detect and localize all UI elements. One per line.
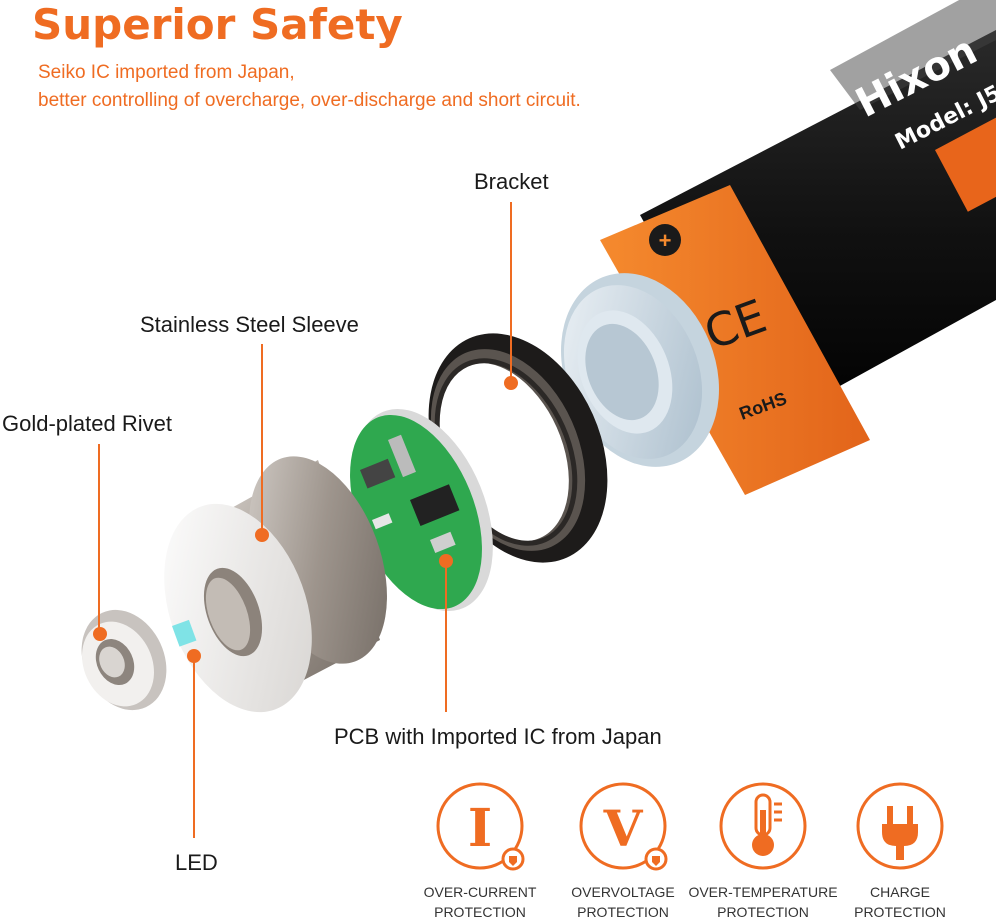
over-current-icon: I [436,782,525,871]
plug-icon [856,782,944,870]
battery-plus: + [659,228,672,253]
led-chip [171,619,197,647]
bracket-leader-dot [504,376,518,390]
subtitle-line-2: better controlling of overcharge, over-d… [38,90,581,111]
steel-sleeve [164,456,387,713]
over-current-caption-line1: OVER-CURRENT [423,884,537,900]
battery-body: Hixon Model: J5 + CE RoHS [600,0,996,495]
svg-text:I: I [468,798,492,859]
callout-leaders [93,202,518,838]
overvoltage-caption-line2: PROTECTION [577,904,669,920]
pcb-label: PCB with Imported IC from Japan [334,724,662,749]
sleeve-label: Stainless Steel Sleeve [140,312,359,337]
charge-caption-line2: PROTECTION [854,904,946,920]
overvoltage-caption-line1: OVERVOLTAGE [571,884,675,900]
over-temperature-caption: OVER-TEMPERATURE PROTECTION [688,882,838,922]
charge-caption-line1: CHARGE [870,884,930,900]
over-current-caption: OVER-CURRENT PROTECTION [410,882,550,922]
page-title: Superior Safety [32,0,403,49]
sleeve-leader-dot [255,528,269,542]
subtitle-line-1: Seiko IC imported from Japan, [38,62,295,83]
led-label: LED [175,850,218,875]
overvoltage-icon: V [579,782,668,871]
bracket-label: Bracket [474,169,549,194]
svg-text:V: V [603,799,644,858]
over-temperature-caption-line2: PROTECTION [717,904,809,920]
rivet-leader-dot [93,627,107,641]
thermometer-icon [719,782,807,870]
over-current-caption-line2: PROTECTION [434,904,526,920]
over-temperature-caption-line1: OVER-TEMPERATURE [688,884,838,900]
pcb-leader-dot [439,554,453,568]
led-leader-dot [187,649,201,663]
charge-caption: CHARGE PROTECTION [840,882,960,922]
battery-cap [561,273,719,467]
gold-plated-rivet [81,609,167,711]
rivet-label: Gold-plated Rivet [2,411,172,436]
overvoltage-caption: OVERVOLTAGE PROTECTION [553,882,693,922]
